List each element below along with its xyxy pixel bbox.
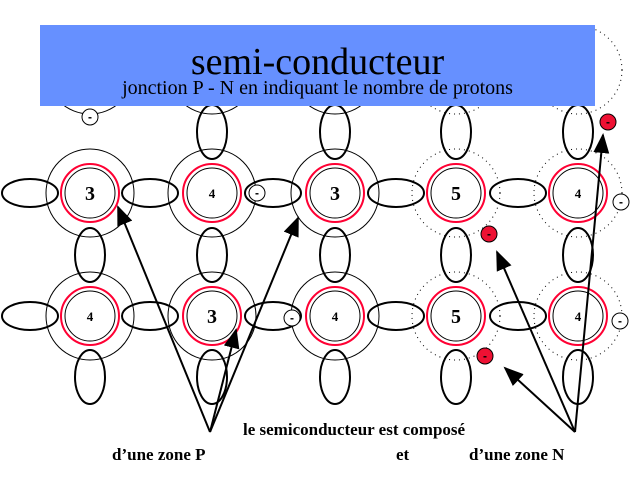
page-subtitle: jonction P - N en indiquant le nombre de… — [122, 77, 513, 99]
covalent-bond — [367, 301, 425, 331]
covalent-bond — [244, 301, 302, 331]
title-banner: semi-conducteur jonction P - N en indiqu… — [40, 25, 595, 106]
proton-count: 4 — [575, 186, 582, 201]
electron — [81, 108, 99, 126]
covalent-bond — [244, 178, 302, 208]
proton-count: 5 — [451, 306, 461, 328]
covalent-bond — [319, 349, 351, 405]
nucleus — [430, 167, 482, 219]
outer-shell — [533, 148, 623, 238]
pointer-arrow — [574, 133, 610, 433]
outer-shell — [45, 148, 135, 238]
proton-count: 4 — [209, 186, 216, 201]
nucleus — [552, 167, 604, 219]
nucleus — [309, 290, 361, 342]
proton-count: 4 — [332, 309, 339, 324]
nucleus — [64, 290, 116, 342]
electron-sign: - — [606, 115, 610, 129]
covalent-bond — [196, 104, 228, 160]
pointer-arrow — [209, 216, 299, 433]
covalent-bond — [196, 227, 228, 283]
page-title: semi-conducteur — [190, 41, 445, 83]
pointer-arrow — [496, 250, 576, 433]
pointer-arrow — [503, 366, 576, 433]
covalent-bond — [121, 178, 179, 208]
electron-sign: - — [619, 195, 623, 209]
covalent-bond — [367, 178, 425, 208]
electron-sign: - — [290, 311, 294, 325]
covalent-bond — [196, 349, 228, 405]
pointer-arrow — [209, 328, 240, 433]
nucleus — [309, 167, 361, 219]
proton-count: 5 — [451, 183, 461, 205]
composition-label: le semiconducteur est composé — [243, 420, 466, 439]
electron — [611, 312, 629, 330]
covalent-bond — [562, 227, 594, 283]
pointer-arrow — [117, 205, 211, 433]
covalent-bond — [440, 349, 472, 405]
outer-shell — [290, 148, 380, 238]
covalent-bond — [319, 227, 351, 283]
electron — [248, 184, 266, 202]
outer-shell — [167, 271, 257, 361]
electron — [283, 309, 301, 327]
proton-count: 4 — [87, 309, 94, 324]
outer-shell — [411, 271, 501, 361]
nucleus — [186, 167, 238, 219]
proton-count: 3 — [207, 306, 217, 328]
proton-count: 3 — [85, 183, 95, 205]
zone-n-label: d’une zone N — [469, 445, 565, 464]
free-electron — [599, 113, 617, 131]
nucleus — [430, 290, 482, 342]
outer-shell — [45, 271, 135, 361]
covalent-bond — [74, 227, 106, 283]
covalent-bond — [489, 301, 547, 331]
electron-sign: - — [88, 110, 92, 124]
electron-sign: - — [618, 314, 622, 328]
covalent-bond — [440, 227, 472, 283]
electron-sign: - — [483, 349, 487, 363]
covalent-bond — [1, 301, 59, 331]
covalent-bond — [319, 104, 351, 160]
nucleus — [552, 290, 604, 342]
electron-sign: - — [255, 186, 259, 200]
proton-count: 3 — [330, 183, 340, 205]
covalent-bond — [121, 301, 179, 331]
nucleus — [64, 167, 116, 219]
electron-sign: - — [487, 227, 491, 241]
and-label: et — [396, 445, 410, 464]
electron — [612, 193, 630, 211]
covalent-bond — [1, 178, 59, 208]
free-electron — [476, 347, 494, 365]
zone-p-label: d’une zone P — [112, 445, 206, 464]
covalent-bond — [489, 178, 547, 208]
covalent-bond — [562, 104, 594, 160]
outer-shell — [533, 25, 623, 115]
outer-shell — [411, 148, 501, 238]
covalent-bond — [74, 349, 106, 405]
proton-count: 4 — [575, 309, 582, 324]
covalent-bond — [440, 104, 472, 160]
free-electron — [480, 225, 498, 243]
